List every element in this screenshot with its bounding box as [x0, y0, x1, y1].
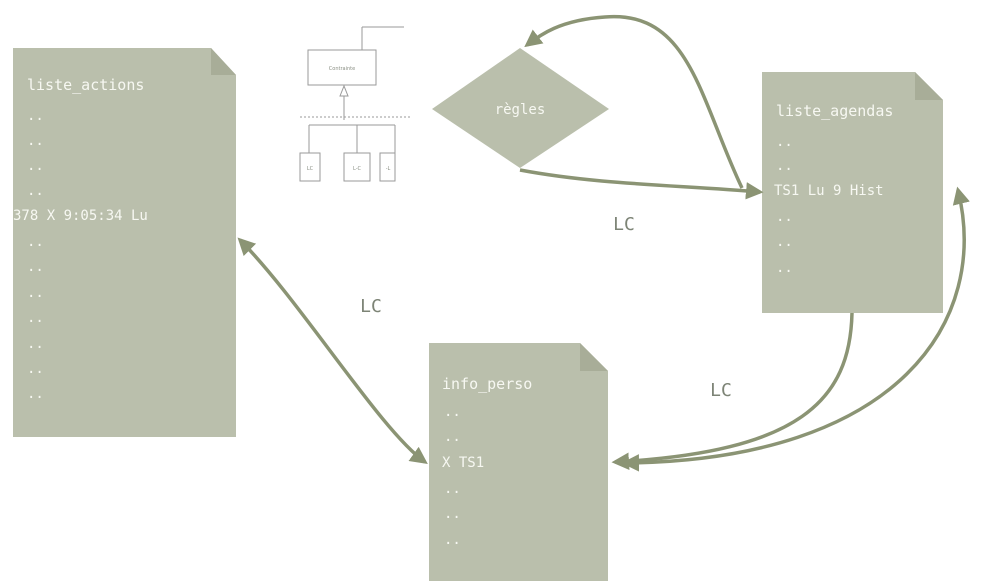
doc-liste-agendas-fold: [915, 72, 943, 100]
uml-parent-box: [307, 49, 377, 86]
doc-info-perso-title: info_perso: [442, 375, 532, 393]
uml-child-box-1: [299, 152, 321, 182]
connectors: [237, 15, 970, 472]
doc-line: ..: [444, 429, 461, 445]
doc-liste-actions: liste_actions .. .. .. .. 378 X 9:05:34 …: [13, 48, 236, 437]
doc-line: ..: [27, 336, 44, 352]
uml-child-label: LC: [307, 166, 314, 172]
uml-hierarchy: [299, 26, 410, 182]
doc-line: ..: [776, 209, 793, 225]
doc-line: ..: [776, 134, 793, 150]
edge-label-lc: LC: [710, 380, 732, 401]
doc-line: ..: [27, 158, 44, 174]
doc-line: ..: [444, 404, 461, 420]
decision-regles: règles: [432, 48, 609, 168]
edge-label-lc: LC: [613, 214, 635, 235]
doc-line: ..: [776, 234, 793, 250]
uml-child-box-3: [379, 152, 396, 182]
decision-regles-shape: [432, 48, 609, 168]
doc-info-perso-fold: [580, 343, 608, 371]
doc-line: ..: [444, 532, 461, 548]
edge-label-lc: LC: [360, 296, 382, 317]
arrow-actions-info: [237, 237, 428, 465]
arrow-info-agendas: [621, 186, 970, 472]
doc-line: ..: [27, 386, 44, 402]
doc-line: ..: [776, 158, 793, 174]
doc-liste-actions-fold: [211, 48, 236, 75]
doc-line: ..: [27, 259, 44, 275]
uml-inheritance-triangle: [339, 84, 349, 97]
doc-line: ..: [27, 108, 44, 124]
doc-line-highlight: X TS1: [442, 455, 484, 471]
uml-child-box-2: [343, 152, 371, 182]
doc-line: ..: [444, 506, 461, 522]
doc-line: ..: [776, 260, 793, 276]
doc-info-perso-shape: [429, 343, 608, 581]
arrow-regles-agendas: [519, 168, 764, 200]
doc-line: ..: [27, 285, 44, 301]
doc-liste-agendas: liste_agendas .. .. TS1 Lu 9 Hist .. .. …: [762, 72, 943, 313]
uml-child-label: -L: [386, 166, 391, 172]
doc-line: ..: [27, 361, 44, 377]
doc-line: ..: [27, 133, 44, 149]
doc-line: ..: [444, 481, 461, 497]
uml-child-label: L-C: [353, 166, 362, 172]
doc-line-highlight: 378 X 9:05:34 Lu: [13, 208, 148, 224]
doc-liste-actions-shape: [13, 48, 236, 437]
doc-liste-actions-title: liste_actions: [27, 76, 144, 94]
doc-liste-agendas-title: liste_agendas: [776, 102, 893, 120]
doc-line: ..: [27, 183, 44, 199]
arrow-agendas-info: [611, 312, 854, 470]
doc-line: ..: [27, 310, 44, 326]
arrow-agendas-regles: [524, 15, 744, 189]
doc-info-perso: info_perso .. .. X TS1 .. .. ..: [429, 343, 608, 581]
doc-line: ..: [27, 234, 44, 250]
doc-line-highlight: TS1 Lu 9 Hist: [774, 183, 884, 199]
uml-parent-label: Contrainte: [329, 66, 355, 72]
decision-regles-label: règles: [495, 102, 546, 118]
